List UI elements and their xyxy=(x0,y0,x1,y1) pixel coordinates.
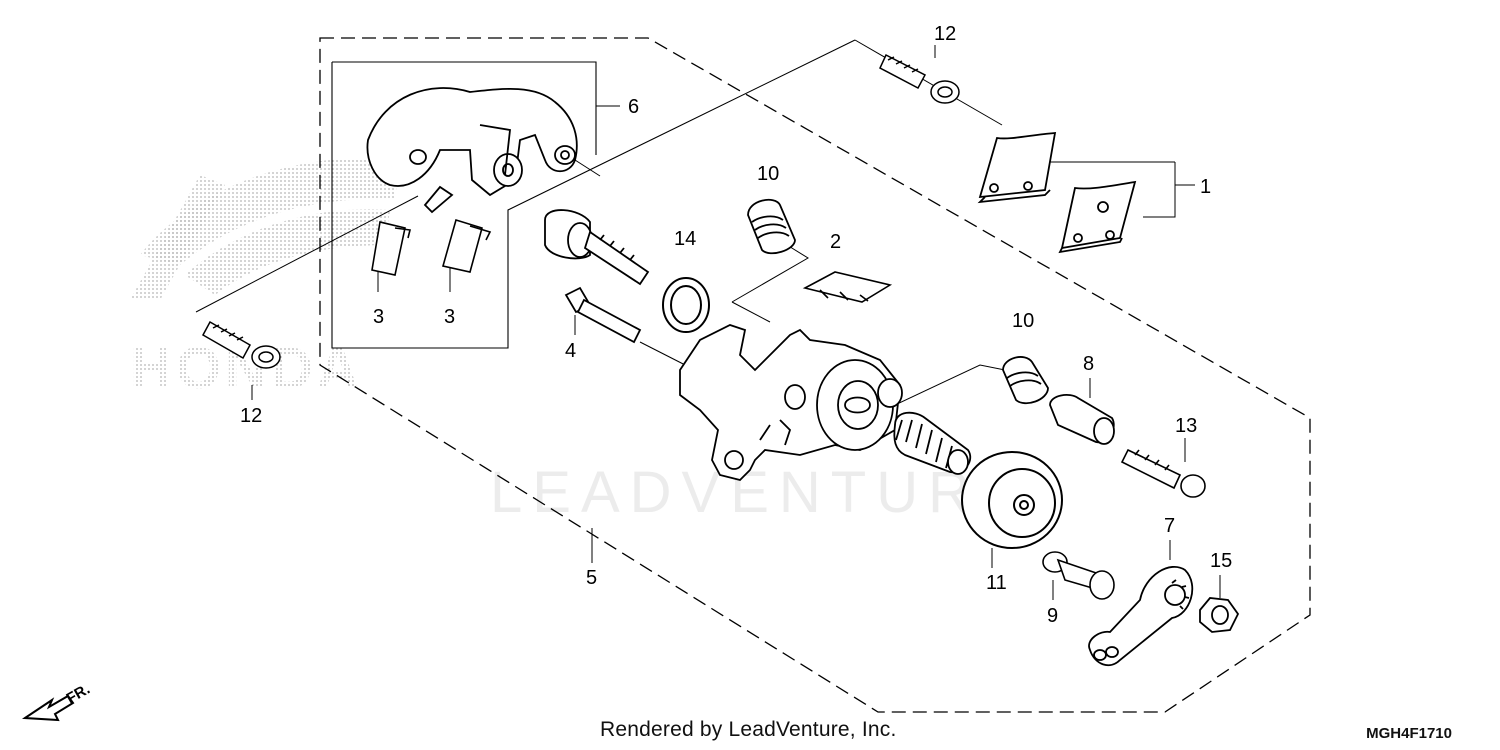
boot-part-10-lower xyxy=(1002,356,1049,405)
bolt-part-13 xyxy=(1120,448,1206,498)
callout-7: 7 xyxy=(1164,515,1175,537)
nut-part-15 xyxy=(1199,597,1240,633)
callout-8: 8 xyxy=(1083,353,1094,375)
callout-2: 2 xyxy=(830,231,841,253)
callout-9: 9 xyxy=(1047,605,1058,627)
brake-pads-part-1 xyxy=(977,132,1137,254)
bolt-part-12-top xyxy=(879,53,960,104)
callout-6: 6 xyxy=(628,96,639,118)
boot-part-10-upper xyxy=(747,198,796,255)
callout-1: 1 xyxy=(1200,176,1211,198)
callout-10-upper: 10 xyxy=(757,163,779,185)
callout-11: 11 xyxy=(986,572,1007,594)
callout-3-right: 3 xyxy=(444,306,455,328)
lever-part-7 xyxy=(1088,565,1194,667)
leadventure-watermark: LEADVENTURE xyxy=(490,460,1029,525)
callout-4: 4 xyxy=(565,340,576,362)
callout-12-top: 12 xyxy=(934,23,956,45)
diagram-reference-code: MGH4F1710 xyxy=(1366,725,1452,742)
seal-ring-part-14 xyxy=(662,277,710,333)
callout-12-left: 12 xyxy=(240,405,262,427)
front-direction-arrow: FR. xyxy=(21,681,93,722)
slide-pin-part-4 xyxy=(564,286,642,344)
sleeve-part-8 xyxy=(1049,394,1115,445)
bracket-sub-outline xyxy=(331,39,856,349)
pad-spring-part-2 xyxy=(802,271,893,303)
rendered-by-credit: Rendered by LeadVenture, Inc. xyxy=(600,718,897,741)
callout-5: 5 xyxy=(586,567,597,589)
cap-part-11 xyxy=(961,451,1063,549)
adjuster-spring xyxy=(893,411,972,475)
callout-labels: 12 1 6 10 14 2 3 3 4 12 10 8 13 5 11 9 7… xyxy=(240,23,1232,627)
pad-clips-part-3 xyxy=(371,218,492,276)
callout-14: 14 xyxy=(674,228,696,250)
callout-3-left: 3 xyxy=(373,306,384,328)
callout-13: 13 xyxy=(1175,415,1197,437)
callout-10-lower: 10 xyxy=(1012,310,1034,332)
bolt-part-9 xyxy=(1042,551,1115,600)
caliper-bracket-part-6 xyxy=(366,87,578,214)
caliper-body-part-5 xyxy=(679,324,903,481)
bolt-part-12-left xyxy=(201,320,281,369)
bracket-sub-outline-top xyxy=(332,61,597,155)
callout-15: 15 xyxy=(1210,550,1232,572)
caliper-assembly-outline xyxy=(319,37,1311,713)
pin-bolt-upper xyxy=(544,209,650,286)
